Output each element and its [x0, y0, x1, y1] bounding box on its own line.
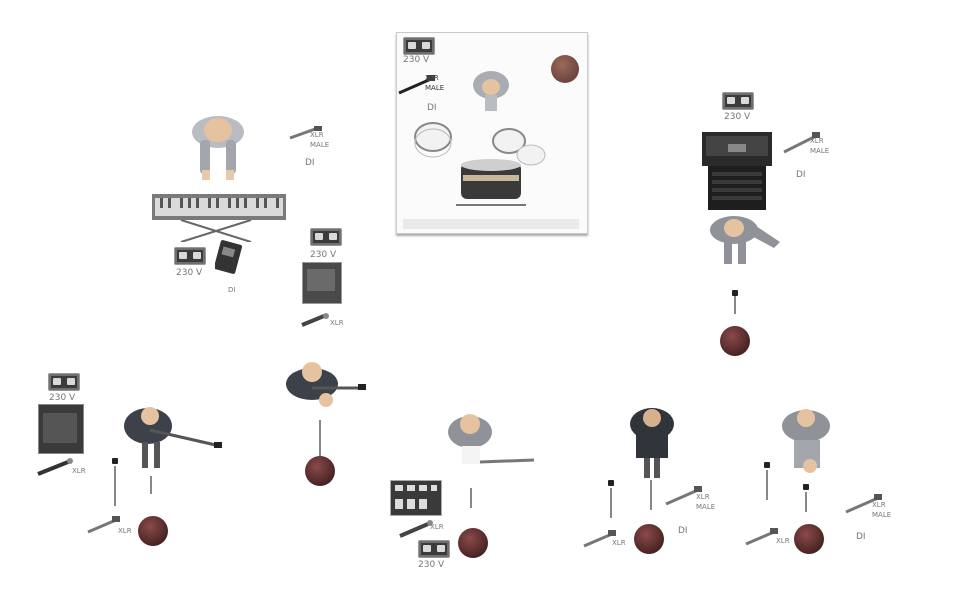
mic-stand [650, 480, 652, 510]
vocalist-right-2 [776, 404, 836, 476]
microphone-icon [764, 462, 770, 468]
microphone-icon [398, 520, 434, 538]
amplifier-icon [702, 132, 772, 212]
mic-stand [766, 470, 768, 500]
right2-di-label: DI [856, 532, 866, 542]
microphone-icon [608, 480, 614, 486]
monitor-wedge-icon [458, 528, 488, 558]
keys-xlr-label: XLR MALE [310, 130, 340, 150]
keyboard-stand [176, 220, 256, 242]
center-voltage-label: 230 V [418, 560, 444, 570]
center-xlr-label: XLR [430, 522, 444, 532]
drums-di-label: DI [427, 103, 437, 113]
microphone-icon [36, 458, 76, 476]
riser-front [403, 219, 579, 229]
drums-voltage-label: 230 V [403, 55, 429, 65]
keys-amp-voltage-label: 230 V [310, 250, 336, 260]
bass-player [700, 212, 780, 268]
mic-stand [319, 420, 321, 456]
drums-xlr-label: XLR MALE [425, 73, 453, 93]
right1-bottom-xlr-label: XLR [612, 538, 626, 548]
right2-xlr-label: XLR MALE [872, 500, 900, 520]
gtr-left-amp-xlr-label: XLR [72, 466, 86, 476]
vocalist-right-1 [624, 404, 680, 480]
drum-riser: 230 V XLR MALE DI [396, 32, 588, 234]
microphone-icon [112, 458, 118, 464]
power-strip-icon [722, 92, 754, 110]
gtr-left-xlr-label: XLR [118, 526, 132, 536]
power-strip-icon [174, 247, 206, 265]
keyboard-icon [152, 194, 286, 220]
microphone-icon [744, 528, 780, 546]
right1-xlr-label: XLR MALE [696, 492, 724, 512]
musician-icon [188, 110, 248, 182]
right2-bottom-xlr-label: XLR [776, 536, 790, 546]
vocalist-center [440, 408, 536, 472]
microphone-icon [300, 312, 330, 326]
cymbal-icon [551, 55, 579, 83]
bass-xlr-label: XLR MALE [810, 136, 840, 156]
bass-di-label: DI [796, 170, 806, 180]
bass-voltage-label: 230 V [724, 112, 750, 122]
gtr-left-voltage-label: 230 V [49, 393, 75, 403]
power-strip-icon [418, 540, 450, 558]
right1-di-label: DI [678, 526, 688, 536]
guitarist-center [282, 358, 366, 418]
monitor-wedge-icon [634, 524, 664, 554]
power-strip-icon [310, 228, 342, 246]
microphone-icon [803, 484, 809, 490]
mic-stand [114, 466, 116, 506]
drummer-icon [471, 69, 511, 113]
amplifier-icon [302, 262, 342, 304]
mic-stand [150, 476, 152, 494]
mic-stand [610, 488, 612, 518]
microphone-icon [86, 516, 122, 534]
drum-kit-icon [411, 113, 561, 213]
monitor-wedge-icon [305, 456, 335, 486]
power-strip-icon [403, 37, 435, 55]
power-strip-icon [48, 373, 80, 391]
mic-stand [470, 488, 472, 508]
monitor-wedge-icon [720, 326, 750, 356]
keys-amp-xlr-label: XLR [330, 318, 344, 328]
guitarist-left [120, 402, 224, 472]
mic-stand [734, 296, 736, 314]
keys-di-text: DI [305, 158, 315, 168]
pedalboard-icon [390, 480, 442, 516]
monitor-wedge-icon [794, 524, 824, 554]
keyboard-player [188, 110, 248, 182]
keys-voltage-label: 230 V [176, 268, 202, 278]
monitor-wedge-icon [138, 516, 168, 546]
di-box-icon [215, 240, 243, 276]
amplifier-icon [38, 404, 84, 454]
keys-di-label: DI [228, 285, 235, 295]
mic-stand [805, 492, 807, 512]
